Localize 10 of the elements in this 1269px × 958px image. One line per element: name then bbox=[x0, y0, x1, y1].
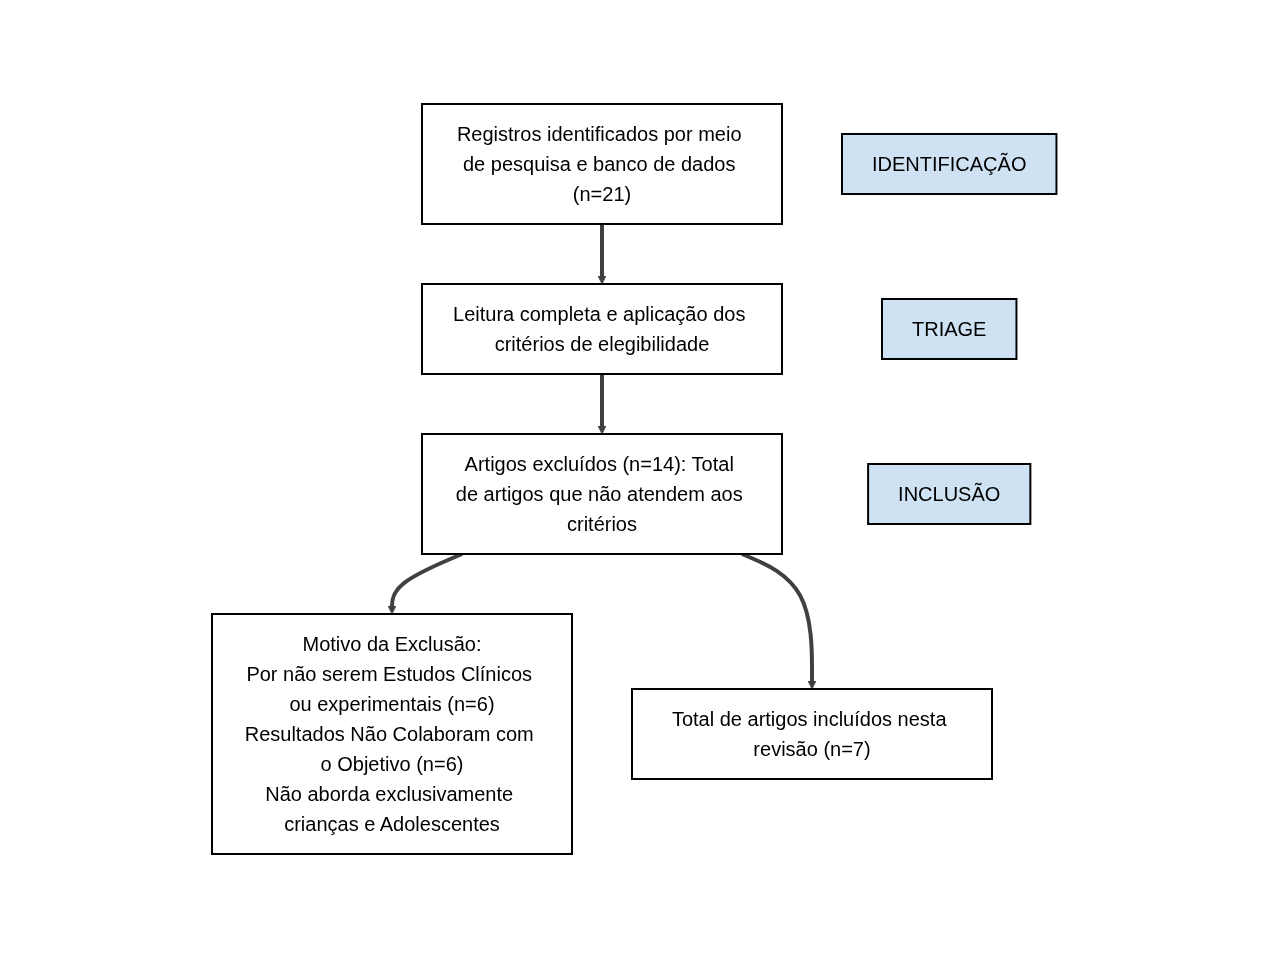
node-box: Total de artigos incluídos nesta revisão (n=7) bbox=[631, 688, 994, 780]
node-box: Registros identificados por meio de pesquisa e banco de dados (n=21) bbox=[421, 103, 784, 225]
node-box: Leitura completa e aplicação dos critérios de elegibilidade bbox=[421, 283, 784, 375]
node-box: Artigos excluídos (n=14): Total de artigos que não atendem aos critérios bbox=[421, 433, 784, 555]
arrow bbox=[597, 224, 607, 285]
node-box: IDENTIFICAÇÃO bbox=[841, 133, 1058, 195]
node-box: TRIAGE bbox=[881, 298, 1018, 360]
node-box: INCLUSÃO bbox=[867, 463, 1032, 525]
arrow bbox=[597, 374, 607, 435]
node-box: Motivo da Exclusão: Por não serem Estudos Clínicos ou experimentais (n=6) Resultados Não Colaboram com o Objetivo (n=6) Não aborda exclusivamente crianças e Adolescentes bbox=[211, 613, 574, 855]
